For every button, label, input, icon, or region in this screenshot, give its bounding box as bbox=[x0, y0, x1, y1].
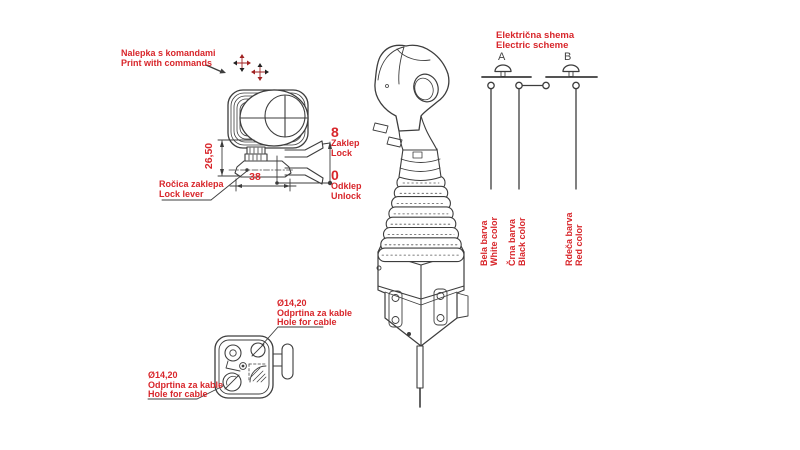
joystick-bellows bbox=[377, 175, 465, 263]
lock-lever-line2: Lock lever bbox=[159, 188, 204, 199]
hole-top-label: Ø14,20 Odprtina za kable Hole for cable bbox=[277, 298, 353, 328]
unlock-position-label: 0 Odklep Unlock bbox=[331, 167, 362, 201]
sticker-note-line2: Print with commands bbox=[121, 57, 213, 68]
unlock-en: Unlock bbox=[331, 190, 362, 201]
commands-sticker-icon bbox=[233, 54, 269, 81]
joystick-grip bbox=[372, 44, 450, 148]
wire-label-white: Bela barva White color bbox=[479, 190, 499, 266]
lock-lever-note: Ročica zaklepa Lock lever bbox=[159, 179, 224, 199]
sticker-note-line1: Nalepka s komandami bbox=[121, 48, 216, 58]
hole-bottom-sl: Odprtina za kable bbox=[148, 379, 224, 390]
joystick-main-drawing bbox=[372, 44, 469, 408]
hole-top-en: Hole for cable bbox=[277, 317, 337, 327]
unlock-value: 0 bbox=[331, 167, 339, 183]
hole-bottom-diameter: Ø14,20 bbox=[148, 370, 178, 380]
electric-scheme-drawing bbox=[481, 64, 598, 190]
wire-label-red: Rdeča barva Red color bbox=[564, 190, 584, 266]
electric-scheme-title: Električna shema Electric scheme bbox=[496, 31, 574, 51]
lock-sl: Zaklep bbox=[331, 138, 360, 148]
lock-position-label: 8 Zaklep Lock bbox=[331, 124, 360, 158]
sticker-note: Nalepka s komandami Print with commands bbox=[121, 48, 216, 68]
scheme-title-en: Electric scheme bbox=[496, 40, 569, 51]
hole-top-diameter: Ø14,20 bbox=[277, 298, 307, 308]
joystick-head-side-view bbox=[161, 64, 333, 201]
dim-height-label: 26,50 bbox=[203, 142, 215, 170]
hole-top-sl: Odprtina za kable bbox=[277, 307, 353, 318]
lock-value: 8 bbox=[331, 124, 339, 140]
unlock-sl: Odklep bbox=[331, 181, 362, 191]
wire-red-en: Red color bbox=[573, 224, 584, 266]
wire-white-en: White color bbox=[488, 217, 499, 266]
lock-lever-line1: Ročica zaklepa bbox=[159, 179, 224, 189]
wire-label-black: Črna barva Black color bbox=[507, 190, 527, 266]
joystick-bottom-view bbox=[147, 326, 324, 400]
wire-black-en: Black color bbox=[516, 217, 527, 266]
switch-b-label: B bbox=[564, 51, 572, 63]
dim-width-label: 38 bbox=[249, 171, 261, 183]
hole-bottom-label: Ø14,20 Odprtina za kable Hole for cable bbox=[148, 370, 224, 400]
switch-a-label: A bbox=[498, 51, 506, 63]
scheme-title-sl: Električna shema bbox=[496, 30, 575, 41]
hole-bottom-en: Hole for cable bbox=[148, 389, 208, 399]
lock-en: Lock bbox=[331, 147, 353, 158]
